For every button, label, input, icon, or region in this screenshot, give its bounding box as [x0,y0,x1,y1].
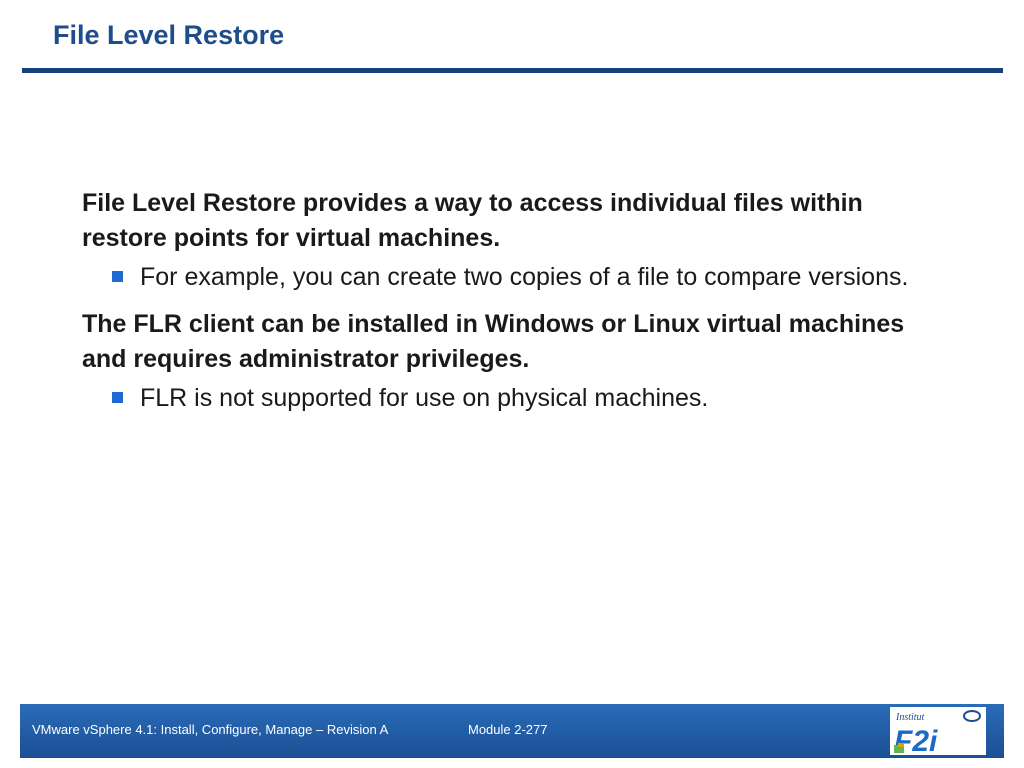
point-2-subpoint-text: FLR is not supported for use on physical… [140,384,709,412]
point-2-text: The FLR client can be installed in Windo… [82,310,905,373]
point-1-subpoint-text: For example, you can create two copies o… [140,263,909,291]
point-2-subpoint: FLR is not supported for use on physical… [82,383,912,414]
square-bullet-icon [112,392,123,403]
point-1-subpoint: For example, you can create two copies o… [82,262,912,293]
title-divider [22,68,1003,73]
footer-bar: VMware vSphere 4.1: Install, Configure, … [20,704,1004,758]
slide-content: File Level Restore provides a way to acc… [82,186,912,428]
slide-title: File Level Restore [53,20,285,50]
point-1-text: File Level Restore provides a way to acc… [82,189,863,252]
footer-course-title: VMware vSphere 4.1: Install, Configure, … [32,722,389,737]
svg-text:Institut: Institut [895,712,925,723]
square-bullet-icon [112,271,123,282]
f2i-logo-icon: Institut F2i [890,707,986,755]
footer-module-number: Module 2-277 [468,722,548,737]
